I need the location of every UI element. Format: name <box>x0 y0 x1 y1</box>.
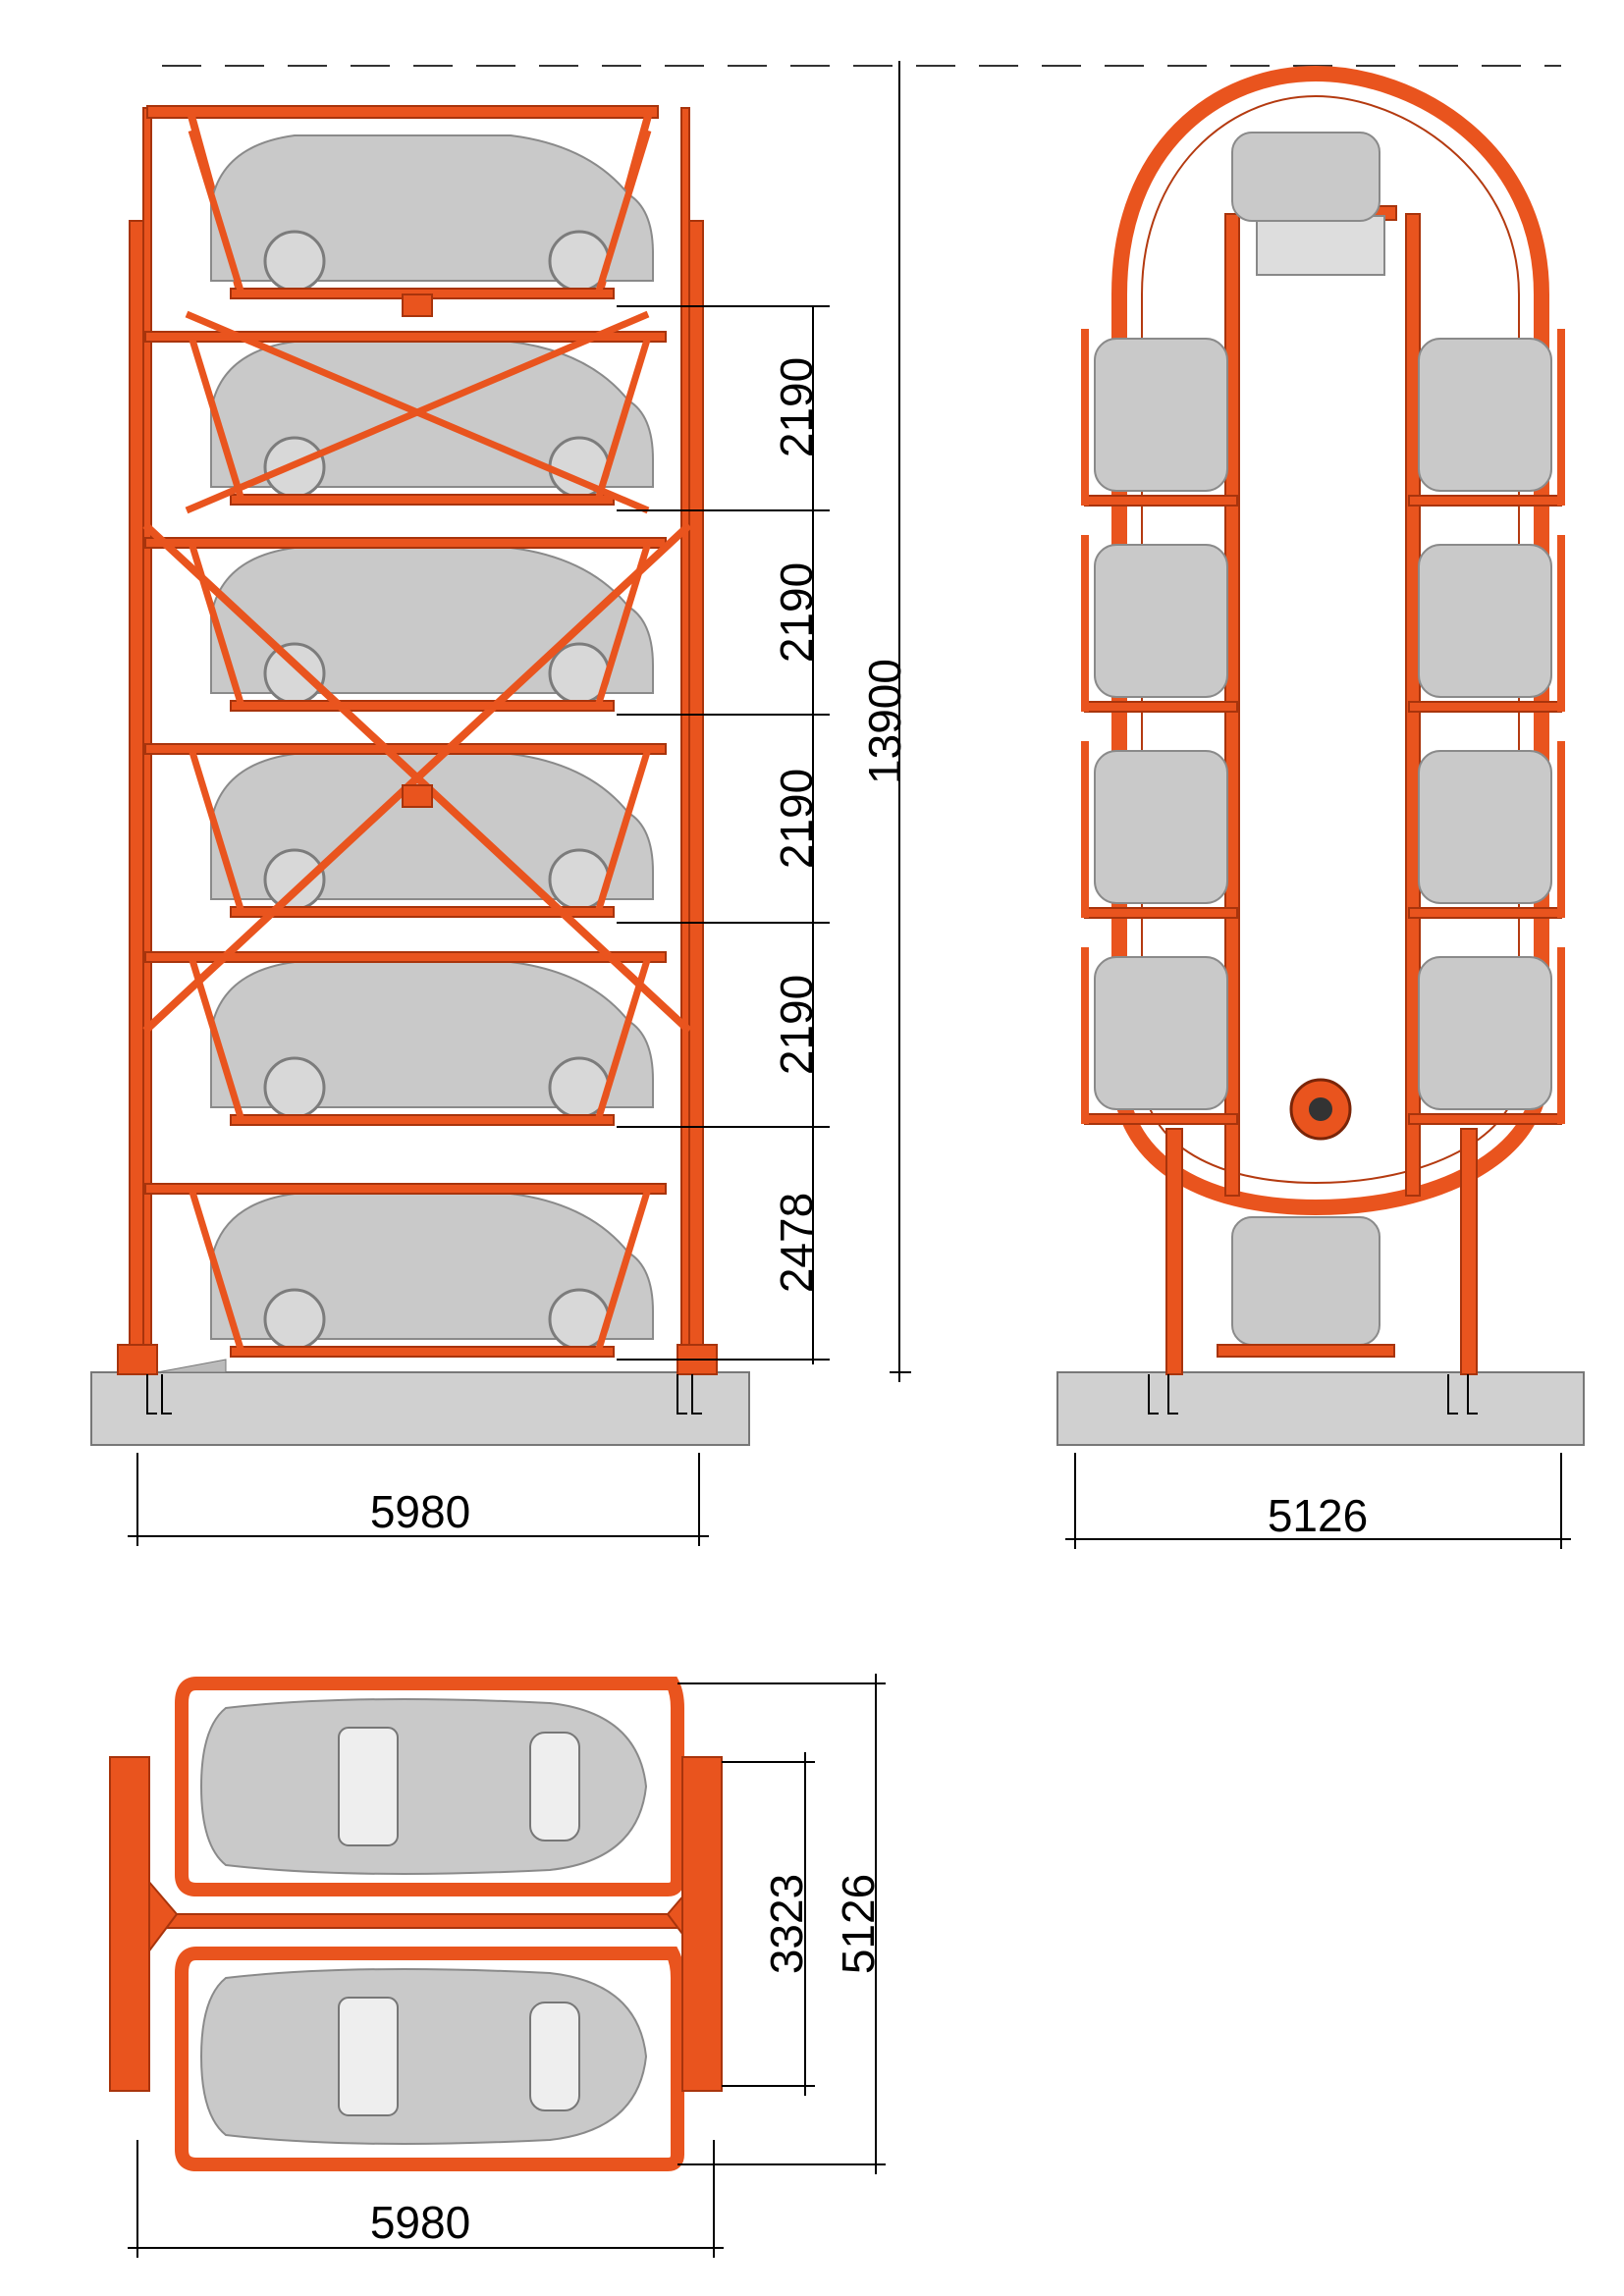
front-car <box>1418 956 1552 1110</box>
side-hanger <box>188 747 244 911</box>
front-car <box>1418 750 1552 904</box>
side-level-height-1: 2190 <box>771 357 822 457</box>
side-column-right <box>688 220 704 1375</box>
side-pallet <box>230 700 615 712</box>
front-pallet <box>1408 701 1562 713</box>
plan-inner-width: 3323 <box>761 1874 812 1974</box>
front-pallet <box>1084 907 1238 919</box>
front-pallet <box>1408 907 1562 919</box>
side-level-beam <box>144 951 667 963</box>
plan-pallet-top <box>175 1677 684 1896</box>
plan-view: 3323 5126 5980 <box>109 1674 886 2258</box>
side-level-height-5: 2478 <box>771 1193 822 1293</box>
front-width: 5126 <box>1268 1490 1368 1541</box>
side-pallet <box>230 1114 615 1126</box>
side-pallet <box>230 494 615 506</box>
side-car-wheel <box>263 848 326 911</box>
front-pallet <box>1408 1113 1562 1125</box>
side-column-right-inner <box>680 107 690 1375</box>
side-ground-slab <box>90 1371 750 1446</box>
side-hanger <box>595 1187 652 1351</box>
side-level-height-2: 2190 <box>771 562 822 663</box>
side-car <box>210 134 654 282</box>
side-car-wheel <box>263 230 326 293</box>
front-pallet <box>1408 495 1562 507</box>
side-level-beam <box>144 1183 667 1195</box>
side-car-wheel <box>263 1056 326 1119</box>
front-pallet <box>1084 495 1238 507</box>
front-cars <box>1081 329 1565 1125</box>
side-column-left <box>129 220 144 1375</box>
front-car <box>1094 956 1228 1110</box>
front-pallet <box>1084 701 1238 713</box>
side-top-beam <box>146 105 659 119</box>
front-car <box>1418 544 1552 698</box>
front-outer-loop <box>1111 65 1549 1216</box>
front-ground-slab <box>1056 1371 1585 1446</box>
front-car <box>1094 338 1228 492</box>
side-hanger <box>188 335 244 499</box>
side-pallet <box>230 906 615 918</box>
front-pallet <box>1084 1113 1238 1125</box>
plan-outer-width: 5126 <box>833 1874 884 1974</box>
side-hanger <box>188 129 244 293</box>
side-car-wheel <box>263 1288 326 1351</box>
side-level-beam <box>144 331 667 343</box>
side-hanger <box>595 129 652 293</box>
side-level-height-3: 2190 <box>771 769 822 869</box>
side-level-height-4: 2190 <box>771 975 822 1075</box>
front-view: 5126 <box>1056 65 1585 1549</box>
side-hanger <box>188 541 244 705</box>
side-hanger <box>595 747 652 911</box>
side-car <box>210 1193 654 1340</box>
plan-length: 5980 <box>370 2197 470 2248</box>
side-car <box>210 961 654 1108</box>
side-hanger <box>595 335 652 499</box>
front-car <box>1094 750 1228 904</box>
side-car-wheel <box>263 642 326 705</box>
front-car <box>1094 544 1228 698</box>
side-pallet <box>230 1346 615 1358</box>
side-level-beam <box>144 743 667 755</box>
side-ramp <box>156 1359 227 1373</box>
side-view: 2190 2190 2190 2190 2478 13900 5980 <box>90 61 911 1546</box>
front-car <box>1418 338 1552 492</box>
side-level-beam <box>144 537 667 549</box>
plan-pallet-bottom <box>175 1947 684 2171</box>
side-width: 5980 <box>370 1486 470 1537</box>
side-total-height: 13900 <box>859 659 910 784</box>
side-hanger <box>188 1187 244 1351</box>
